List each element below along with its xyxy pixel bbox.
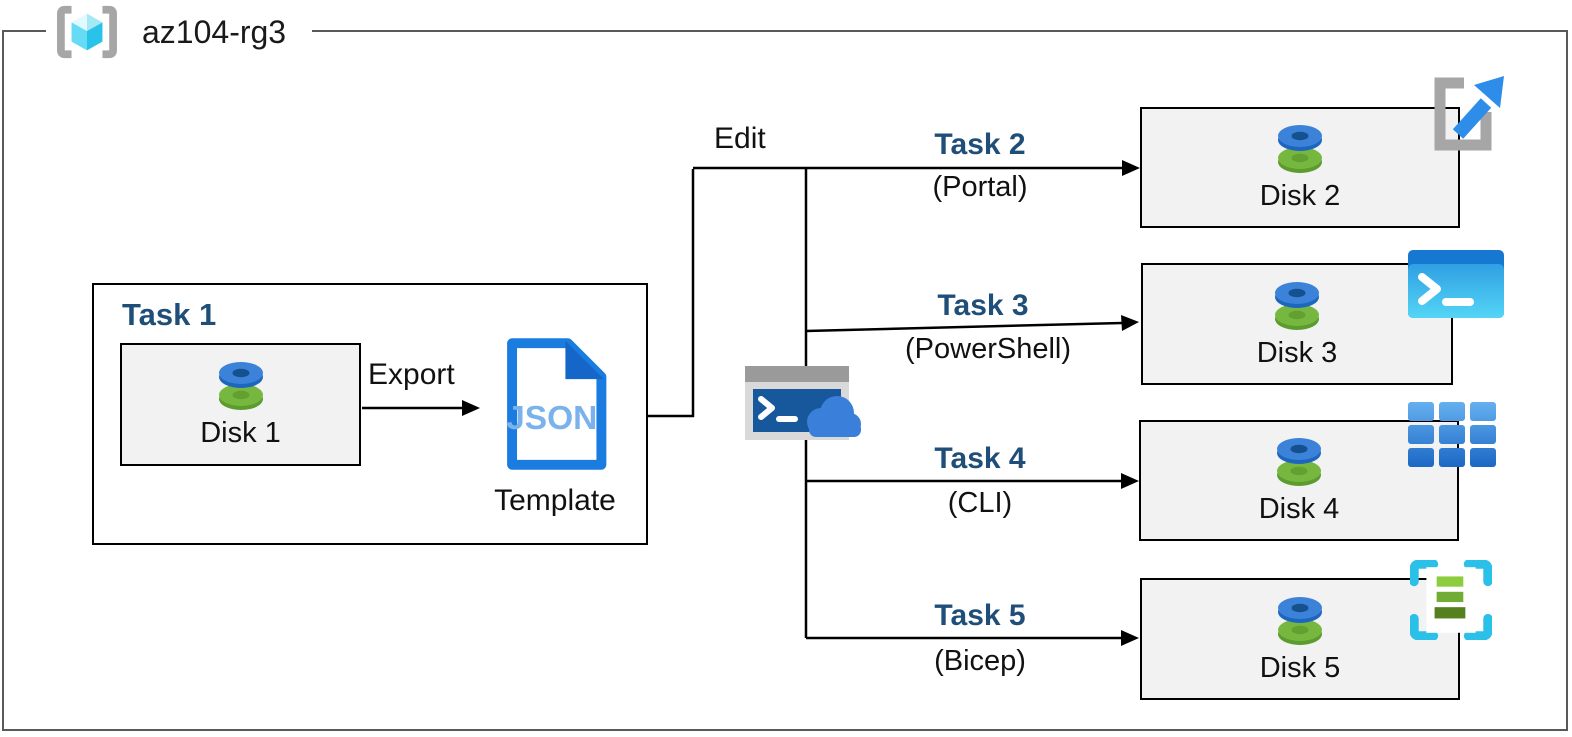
cloud-shell-icon [745, 366, 861, 440]
task2-method: (Portal) [932, 171, 1028, 203]
disk5-label: Disk 5 [1259, 651, 1341, 684]
portal-icon [1434, 76, 1504, 151]
task5-label: Task 5 [934, 599, 1026, 632]
powershell-icon [1408, 250, 1504, 318]
bicep-icon [1410, 560, 1492, 640]
task3-method: (PowerShell) [905, 333, 1071, 365]
task4-label: Task 4 [934, 442, 1026, 475]
template-label: Template [494, 484, 616, 517]
disk-icon [209, 359, 273, 415]
resource-group-name: az104-rg3 [142, 13, 287, 50]
cli-icon [1408, 402, 1496, 467]
disk-icon [1267, 435, 1331, 491]
export-label: Export [368, 358, 455, 391]
disk2-label: Disk 2 [1259, 180, 1341, 212]
disk3-box: Disk 3 [1141, 263, 1453, 385]
resource-group-border [2, 30, 1568, 731]
resource-group-icon [57, 5, 117, 59]
json-template-icon: JSON [506, 338, 607, 470]
disk-icon [1268, 122, 1332, 178]
json-template: JSON [497, 337, 609, 476]
disk-icon [1268, 594, 1332, 650]
disk1-label: Disk 1 [200, 417, 281, 449]
disk1-box: Disk 1 [120, 343, 361, 466]
task4-method: (CLI) [947, 487, 1013, 519]
edit-label: Edit [714, 122, 766, 155]
disk-icon [1265, 279, 1329, 335]
disk4-label: Disk 4 [1258, 493, 1340, 525]
disk2-box: Disk 2 [1140, 107, 1460, 228]
resource-group-header: az104-rg3 [46, 2, 313, 62]
task5-method: (Bicep) [934, 645, 1026, 677]
task2-label: Task 2 [934, 128, 1026, 161]
disk5-box: Disk 5 [1140, 578, 1460, 700]
disk3-label: Disk 3 [1256, 336, 1338, 369]
disk4-box: Disk 4 [1139, 420, 1459, 541]
task1-title: Task 1 [122, 297, 217, 332]
json-doc-text: JSON [506, 400, 597, 437]
task3-label: Task 3 [937, 289, 1029, 322]
